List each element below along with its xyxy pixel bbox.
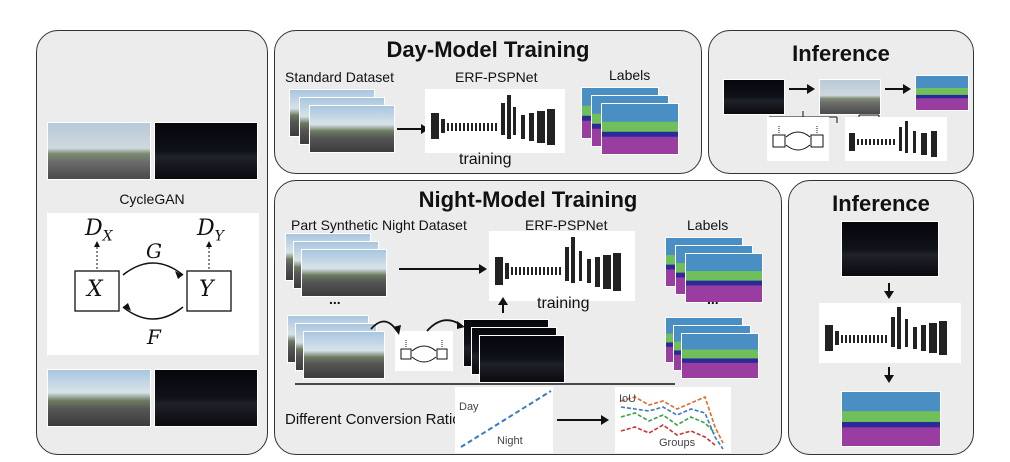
day-night-chart: Day Night [455,387,553,453]
night-street-image [154,122,258,180]
dy-arrowhead [206,241,212,247]
inference-top-network [845,117,947,161]
inference-bottom-network [819,303,961,363]
night-net-label: ERF-PSPNet [525,217,608,233]
highway-day-image [47,369,151,427]
night-model-panel: Night-Model Training Part Synthetic Nigh… [274,180,782,455]
day-network-svg [431,95,555,145]
inference-bottom-arrows [884,283,894,383]
night-axis-label: Night [497,435,523,447]
f-label: F [147,325,161,349]
night-arrows [295,264,675,425]
inference-top-output [915,75,969,111]
inference-bottom-input [841,221,939,277]
inference-top-cyclegan [767,117,829,161]
dy-label: DY [197,216,224,245]
x-label: X [87,277,103,302]
day-label-stack-3 [601,103,679,155]
night-training-label: training [537,295,590,312]
inference-night-input [723,79,785,115]
inference-bottom-panel: Inference [788,180,974,455]
f-arrowhead [123,303,131,311]
iou-axis-label: IoU [619,393,637,405]
day-night-line [460,390,552,448]
y-label: Y [199,277,214,302]
night-model-title: Night-Model Training [418,187,638,212]
standard-dataset-label: Standard Dataset [285,69,394,85]
inference-bottom-title: Inference [832,191,930,216]
g-label: G [146,239,162,263]
ellipsis-right: ... [707,291,719,307]
dx-label: DX [85,216,113,245]
night-labels-label: Labels [687,217,729,233]
conv-night-stack-3 [479,335,565,383]
cyclegan-diagram: DX DY G F X Y [47,213,259,355]
day-street-image [47,122,151,180]
day-night-svg [460,390,552,448]
dx-arrowhead [94,241,100,247]
night-dataset-label: Part Synthetic Night Dataset [291,217,467,233]
cyclegan-svg [74,241,232,320]
day-model-title: Day-Model Training [386,37,590,62]
y-box [186,270,232,312]
cyclegan-label: CycleGAN [119,191,185,207]
day-training-label: training [459,151,512,168]
cyclegan-panel: CycleGAN DX DY G F X Y [36,30,268,455]
conv-label-stack-3 [681,333,759,379]
night-dataset-stack-3 [301,249,387,297]
night-network-diagram [489,231,635,301]
f-arrow [122,306,184,320]
iou-svg [620,395,724,450]
night-conv-cyclegan [395,331,453,371]
inference-translated-day [819,79,881,115]
night-network-svg [495,237,621,291]
day-model-panel: Day-Model Training Standard Dataset ERF-… [274,30,702,174]
x-box [74,270,120,312]
night-label-stack-3 [685,253,763,303]
day-labels-label: Labels [609,67,651,83]
g-arrow [122,262,184,276]
g-arrowhead [175,271,183,279]
inference-top-title: Inference [792,41,890,66]
highway-night-image [154,369,258,427]
inference-top-panel: Inference [708,30,974,174]
inference-bottom-output [841,391,941,447]
conversion-ratio-label: Different Conversion Ratio [285,411,461,428]
ellipsis-left: ... [329,291,341,307]
dataset-stack-3 [309,105,395,153]
day-network-diagram [425,89,565,153]
iou-chart: IoU Groups [615,387,731,453]
conv-source-stack-3 [303,331,385,379]
day-axis-label: Day [459,401,479,413]
day-net-label: ERF-PSPNet [455,69,538,85]
groups-axis-label: Groups [659,437,696,449]
